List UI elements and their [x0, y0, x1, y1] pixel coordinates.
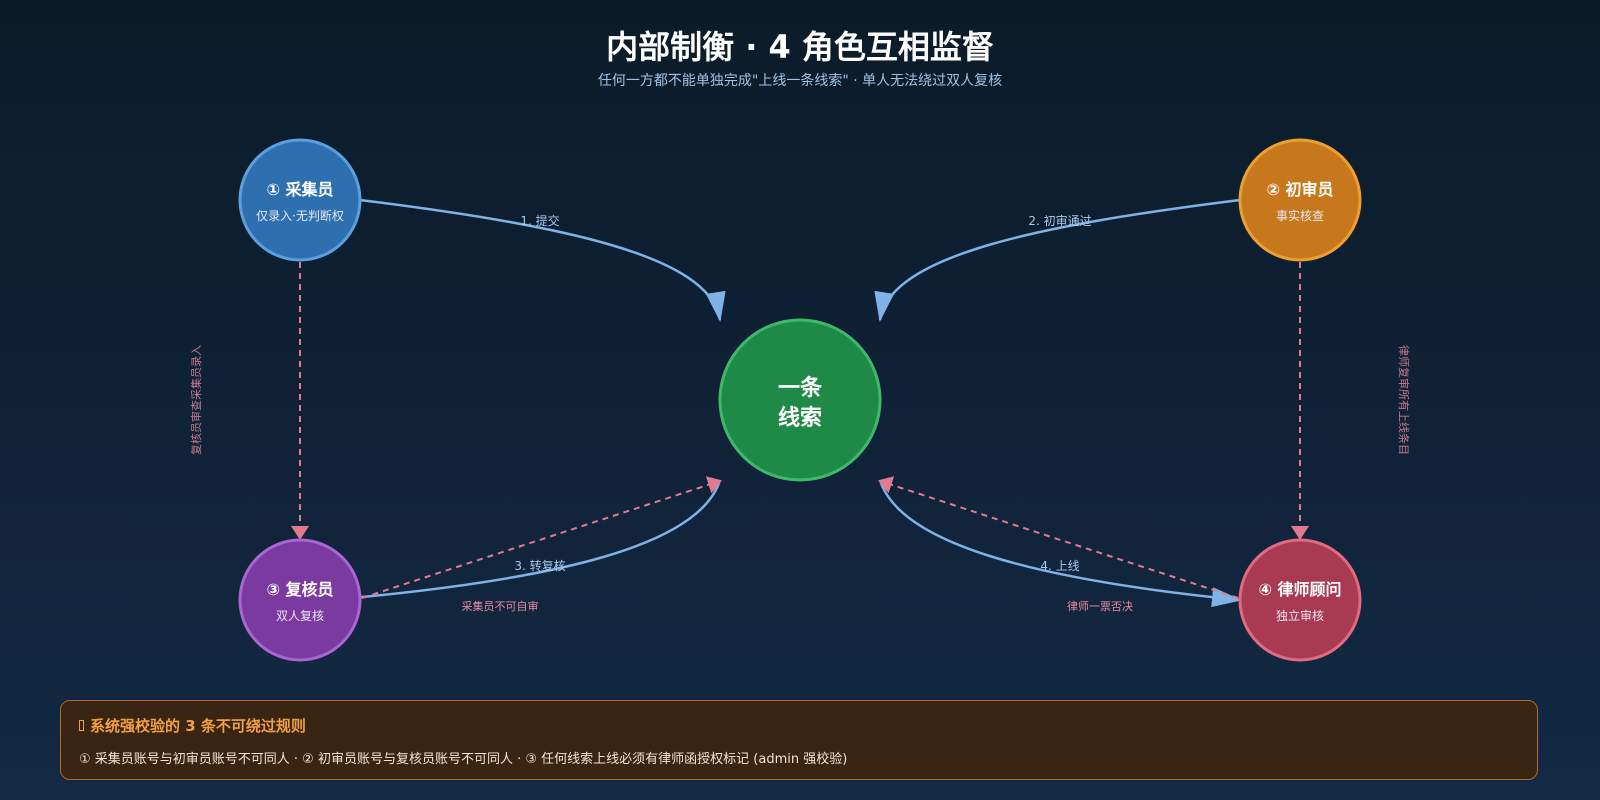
node-collector-sub: 仅录入·无判断权	[256, 208, 344, 223]
check-edge-lawyer-to-center	[878, 476, 1239, 599]
node-re-reviewer-sub: 双人复核	[276, 609, 324, 623]
role-supervision-diagram: 1. 提交 2. 初审通过 3. 转复核 4. 上线 采集员不可自审 律师一票否…	[189, 138, 1411, 662]
edge-label-go-live: 4. 上线	[1040, 559, 1079, 573]
node-re-reviewer-title: ③ 复核员	[266, 580, 333, 599]
rules-panel: 系统强校验的 3 条不可绕过规则 ① 采集员账号与初审员账号不可同人 · ② 初…	[60, 700, 1538, 780]
node-collector: ① 采集员 仅录入·无判断权	[238, 138, 362, 262]
node-lawyer: ④ 律师顾问 独立审核	[1238, 538, 1362, 662]
edge-go-live	[878, 479, 1242, 608]
node-first-reviewer: ② 初审员 事实核查	[1238, 138, 1362, 262]
rules-title: 系统强校验的 3 条不可绕过规则	[90, 717, 306, 735]
node-re-reviewer: ③ 复核员 双人复核	[238, 538, 362, 662]
node-center-line1: 一条	[778, 375, 823, 401]
side-label-lawyer-rechecks: 律师复审所有上线条目	[1397, 345, 1411, 455]
check-edge-reviewer-to-center	[361, 476, 722, 599]
node-lawyer-sub: 独立审核	[1276, 608, 1324, 623]
node-lawyer-title: ④ 律师顾问	[1258, 580, 1341, 599]
page-title: 内部制衡 · 4 角色互相监督	[606, 28, 994, 66]
node-collector-title: ① 采集员	[266, 180, 333, 199]
edge-first-pass	[874, 198, 1241, 322]
node-first-reviewer-sub: 事实核查	[1276, 208, 1324, 223]
node-first-reviewer-title: ② 初审员	[1266, 180, 1333, 199]
node-center-line2: 线索	[778, 405, 822, 431]
rules-text: ① 采集员账号与初审员账号不可同人 · ② 初审员账号与复核员账号不可同人 · …	[79, 752, 848, 767]
side-label-reviewer-checks: 复核员审查采集员录入	[189, 345, 203, 455]
rules-heading: 系统强校验的 3 条不可绕过规则	[79, 715, 1519, 736]
edge-label-to-review: 3. 转复核	[514, 558, 565, 573]
edge-label-submit: 1. 提交	[520, 213, 559, 228]
node-center-lead: 一条 线索	[718, 318, 882, 482]
check-label-lawyer-veto: 律师一票否决	[1067, 600, 1133, 613]
edge-submit	[359, 198, 726, 322]
edge-label-first-pass: 2. 初审通过	[1028, 213, 1091, 228]
rule-icon	[79, 720, 84, 731]
check-label-no-self-review: 采集员不可自审	[462, 599, 539, 613]
edge-to-review	[328, 479, 722, 608]
page-subtitle: 任何一方都不能单独完成"上线一条线索" · 单人无法绕过双人复核	[597, 73, 1003, 89]
